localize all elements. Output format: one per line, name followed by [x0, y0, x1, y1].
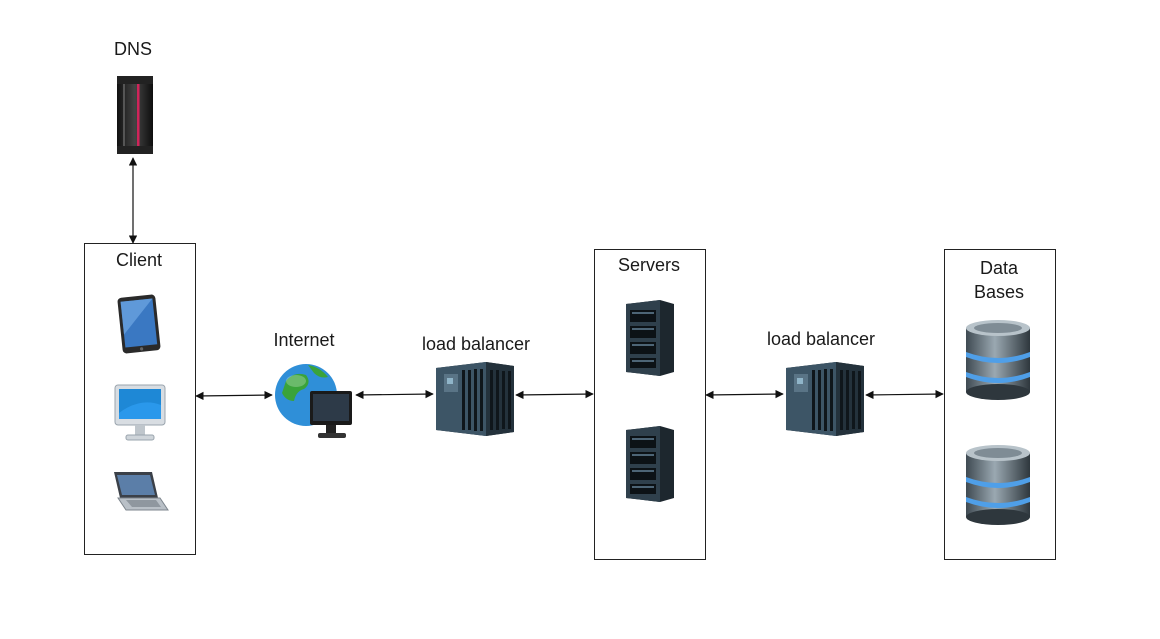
globe-monitor-icon [272, 361, 358, 450]
client-label: Client [115, 250, 163, 270]
load-balancer-1-label: load balancer [421, 334, 531, 354]
database-2-icon [962, 443, 1034, 532]
load-balancer-2-label: load balancer [766, 329, 876, 349]
databases-group [944, 249, 1056, 560]
link-client-internet [195, 390, 273, 401]
link-lb2-databases [865, 389, 944, 400]
link-lb1-servers [515, 389, 594, 400]
server-1-icon [622, 298, 676, 383]
databases-label-line1: Data [979, 258, 1019, 278]
tablet-icon [114, 293, 164, 360]
load-balancer-1-rack-icon [434, 360, 516, 443]
database-1-icon [962, 318, 1034, 407]
desktop-monitor-icon [112, 383, 168, 450]
dns-server-icon [115, 74, 155, 161]
internet-label: Internet [273, 330, 335, 350]
servers-label: Servers [617, 255, 680, 275]
link-internet-lb1 [355, 389, 434, 400]
link-servers-lb2 [705, 389, 784, 400]
dns-label: DNS [113, 39, 152, 59]
servers-group [594, 249, 706, 560]
server-2-icon [622, 424, 676, 509]
laptop-icon [108, 470, 170, 521]
load-balancer-2-rack-icon [784, 360, 866, 443]
databases-label-line2: Bases [973, 282, 1025, 302]
